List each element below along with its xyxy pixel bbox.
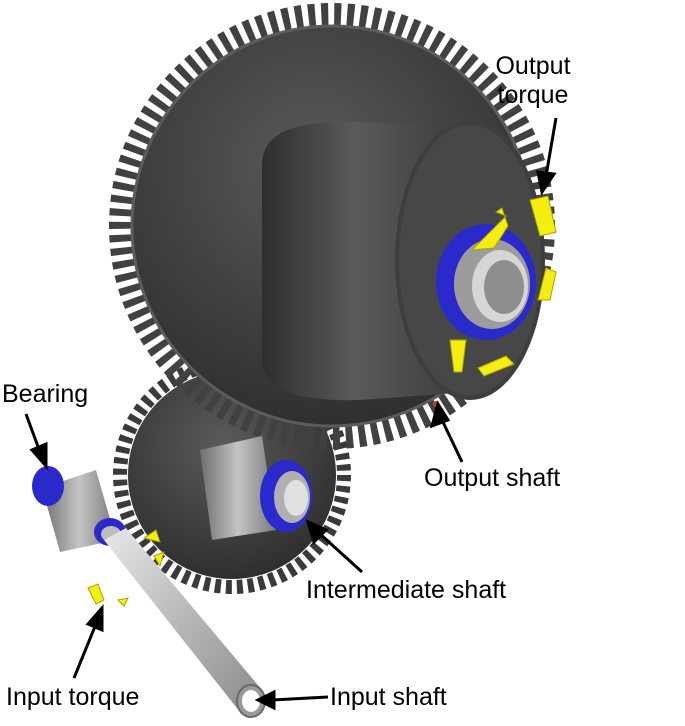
- shaft-icon: [104, 528, 266, 718]
- input-torque-label: Input torque: [6, 683, 140, 711]
- torque-arrow-icon: [87, 195, 557, 607]
- intermediate-shaft-label: Intermediate shaft: [306, 576, 507, 604]
- bearing-icon: [436, 224, 536, 340]
- output-torque-label: Output torque: [478, 52, 588, 110]
- pointer-arrows: [24, 117, 558, 711]
- output-torque-line1: Output: [495, 52, 571, 80]
- input-shaft-label: Input shaft: [330, 683, 447, 711]
- intermediate-pinion-icon: [200, 436, 312, 540]
- bearing-label: Bearing: [2, 380, 89, 408]
- output-shaft-label: Output shaft: [424, 464, 561, 492]
- output-torque-line2: torque: [497, 81, 569, 109]
